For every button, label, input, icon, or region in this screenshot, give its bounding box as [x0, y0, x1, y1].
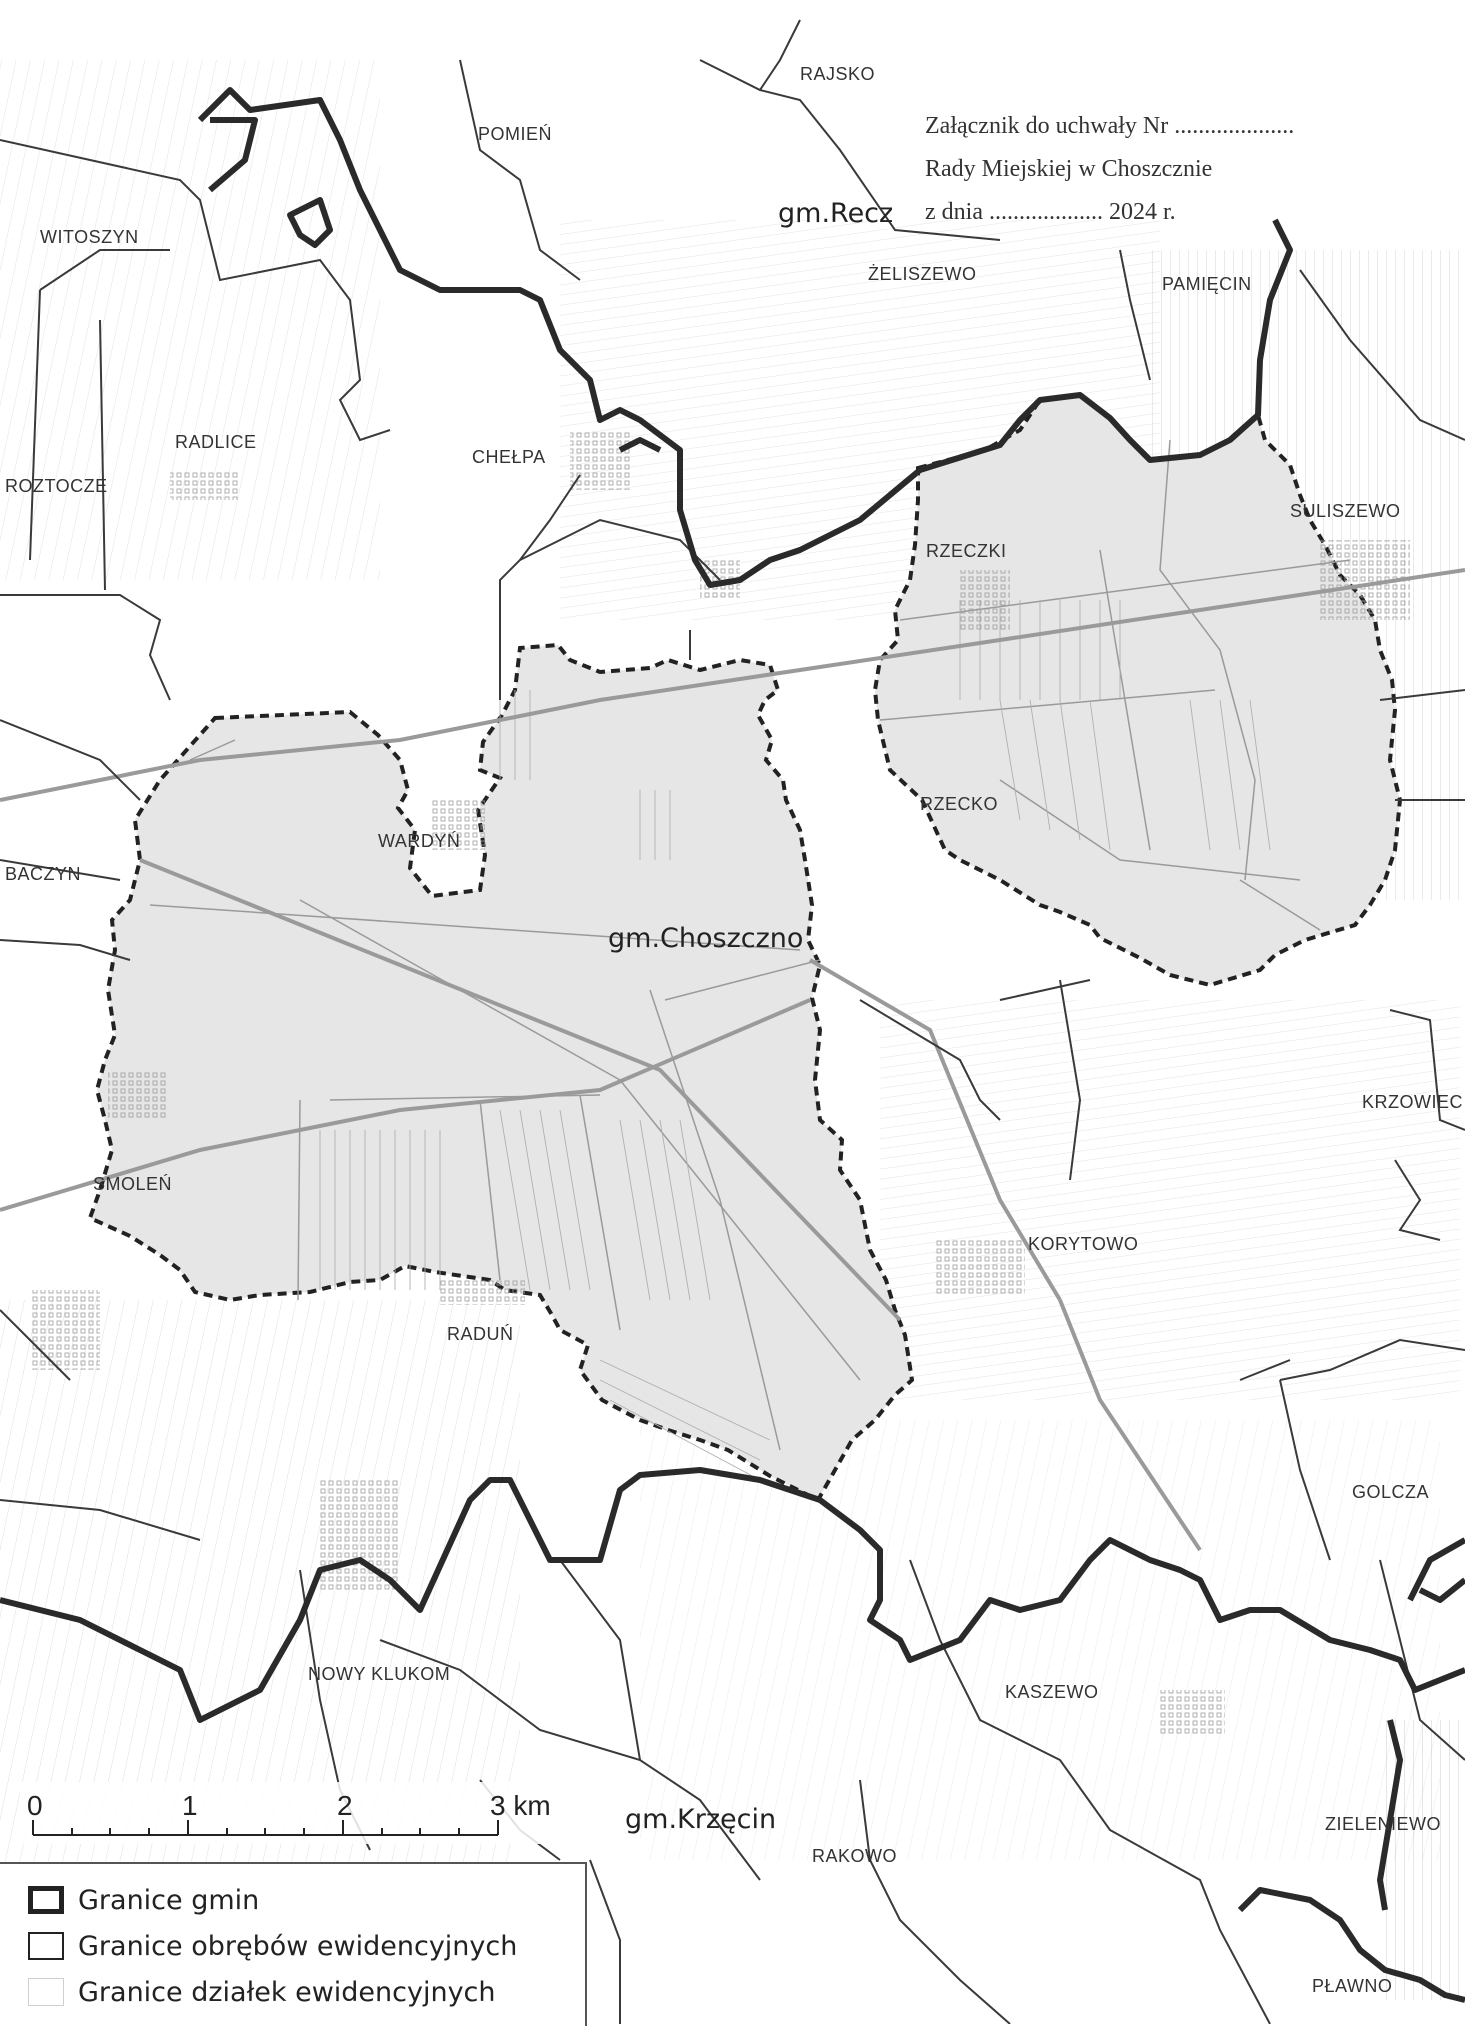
label-rajsko: RAJSKO	[800, 64, 875, 84]
label-pamiecin: PAMIĘCIN	[1162, 274, 1252, 294]
villages	[30, 430, 1410, 1735]
label-baczyn: BACZYN	[5, 864, 81, 884]
field-hatching	[319, 600, 1271, 1481]
legend-item-obreby: Granice obrębów ewidencyjnych	[28, 1928, 517, 1964]
gmina-boundaries	[0, 87, 1465, 2003]
label-rzecko: RZECKO	[920, 794, 998, 814]
area-west	[87, 642, 915, 1503]
label-zeliszewo: ŻELISZEWO	[868, 264, 977, 284]
legend-swatch-thin	[28, 1978, 64, 2006]
label-gm-recz: gm.Recz	[778, 198, 893, 229]
label-gm-krzecin: gm.Krzęcin	[625, 1804, 776, 1835]
scale-tick-2: 2	[337, 1790, 353, 1821]
label-golcza: GOLCZA	[1352, 1482, 1429, 1502]
label-chelpa: CHEŁPA	[472, 447, 546, 467]
label-korytowo: KORYTOWO	[1028, 1234, 1138, 1254]
label-plawno: PŁAWNO	[1312, 1976, 1392, 1996]
label-kaszewo: KASZEWO	[1005, 1682, 1099, 1702]
legend-item-dzialki: Granice działek ewidencyjnych	[28, 1974, 496, 2010]
label-pomien: POMIEŃ	[478, 124, 552, 144]
annotation-line-1: Załącznik do uchwały Nr ................…	[925, 113, 1295, 139]
scale-tick-1: 1	[182, 1790, 198, 1821]
legend-swatch-thick	[28, 1886, 64, 1914]
place-labels: RAJSKO POMIEŃ WITOSZYN ŻELISZEWO PAMIĘCI…	[5, 64, 1463, 1996]
legend-label-gminy: Granice gmin	[78, 1884, 260, 1916]
label-wardyn: WARDYŃ	[378, 831, 460, 851]
label-witoszyn: WITOSZYN	[40, 227, 139, 247]
annotation-line-2: Rady Miejskiej w Choszcznie	[925, 156, 1213, 182]
gmina-labels: gm.Recz gm.Choszczno gm.Krzęcin	[608, 198, 893, 1835]
scale-tick-3: 3 km	[490, 1790, 551, 1821]
legend-item-gminy: Granice gmin	[28, 1882, 259, 1918]
label-suliszewo: SULISZEWO	[1290, 501, 1401, 521]
legend-swatch-medium	[28, 1932, 64, 1960]
annotation-box: Załącznik do uchwały Nr ................…	[925, 105, 1294, 234]
label-roztocze: ROZTOCZE	[5, 476, 108, 496]
label-smolen: SMOLEŃ	[93, 1174, 172, 1194]
legend-label-obreby: Granice obrębów ewidencyjnych	[78, 1930, 518, 1962]
annotation-line-3: z dnia ................... 2024 r.	[925, 199, 1176, 225]
label-radun: RADUŃ	[447, 1324, 514, 1344]
label-gm-choszczno: gm.Choszczno	[608, 923, 803, 954]
label-radlice: RADLICE	[175, 432, 257, 452]
roads	[0, 568, 1465, 1552]
legend: Granice gmin Granice obrębów ewidencyjny…	[0, 1862, 587, 2026]
scale-bar: 0 1 2 3 km	[20, 1782, 560, 1844]
label-zieleniewo: ZIELENIEWO	[1325, 1814, 1441, 1834]
label-rzeczki: RZECZKI	[926, 541, 1007, 561]
legend-label-dzialki: Granice działek ewidencyjnych	[78, 1976, 496, 2008]
label-rakowo: RAKOWO	[812, 1846, 897, 1866]
obreb-boundaries	[0, 19, 1465, 2024]
scale-tick-0: 0	[27, 1790, 43, 1821]
label-nowy-klukom: NOWY KLUKOM	[308, 1664, 450, 1684]
label-krzowiec: KRZOWIEC	[1362, 1092, 1463, 1112]
